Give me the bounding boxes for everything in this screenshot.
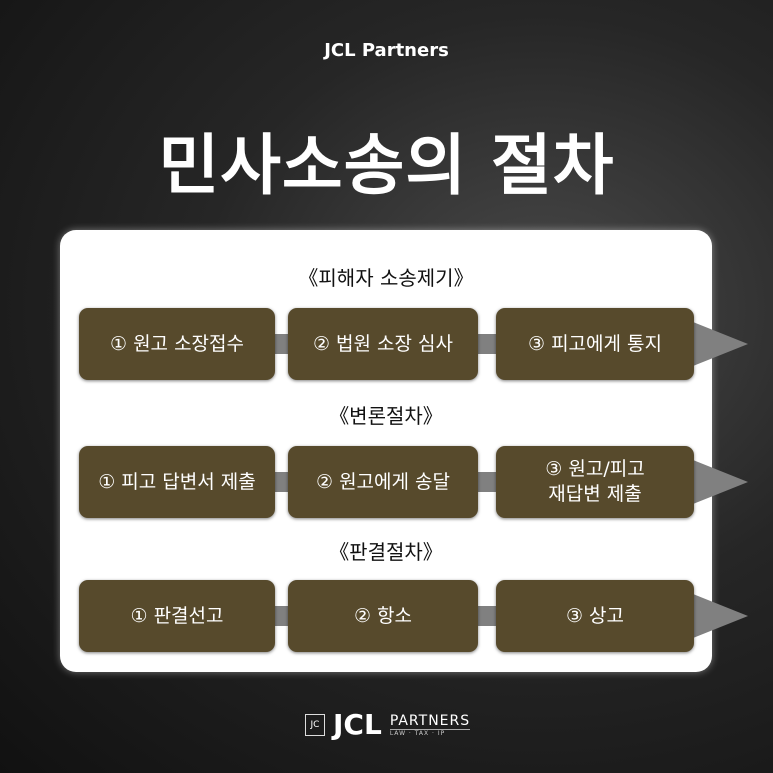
step-box: ① 판결선고	[79, 580, 275, 652]
section-heading: 《변론절차》	[329, 404, 443, 428]
arrow-head-icon	[693, 594, 748, 638]
arrow-head-icon	[693, 322, 748, 366]
logo-mark-icon: JC	[305, 713, 325, 736]
flow-row: ① 원고 소장접수 ② 법원 소장 심사 ③ 피고에게 통지	[0, 308, 773, 380]
step-box: ③ 원고/피고 재답변 제출	[496, 446, 694, 518]
step-box: ② 항소	[288, 580, 478, 652]
step-box: ③ 피고에게 통지	[496, 308, 694, 380]
page-title: 민사소송의 절차	[158, 127, 615, 204]
step-box: ② 원고에게 송달	[288, 446, 478, 518]
step-box: ① 원고 소장접수	[79, 308, 275, 380]
step-box: ③ 상고	[496, 580, 694, 652]
step-box: ② 법원 소장 심사	[288, 308, 478, 380]
flow-row: ① 피고 답변서 제출 ② 원고에게 송달 ③ 원고/피고 재답변 제출	[0, 446, 773, 518]
flow-row: ① 판결선고 ② 항소 ③ 상고	[0, 580, 773, 652]
brand-name: JCL Partners	[324, 40, 449, 61]
arrow-head-icon	[693, 460, 748, 504]
logo-partners: PARTNERS	[389, 712, 471, 730]
section-heading: 《판결절차》	[329, 540, 443, 564]
logo-name: JCL	[333, 708, 382, 741]
footer-logo: JC JCL PARTNERS LAW · TAX · IP	[305, 708, 471, 741]
step-box: ① 피고 답변서 제출	[79, 446, 275, 518]
section-heading: 《피해자 소송제기》	[298, 266, 474, 290]
logo-sub: LAW · TAX · IP	[389, 729, 446, 737]
